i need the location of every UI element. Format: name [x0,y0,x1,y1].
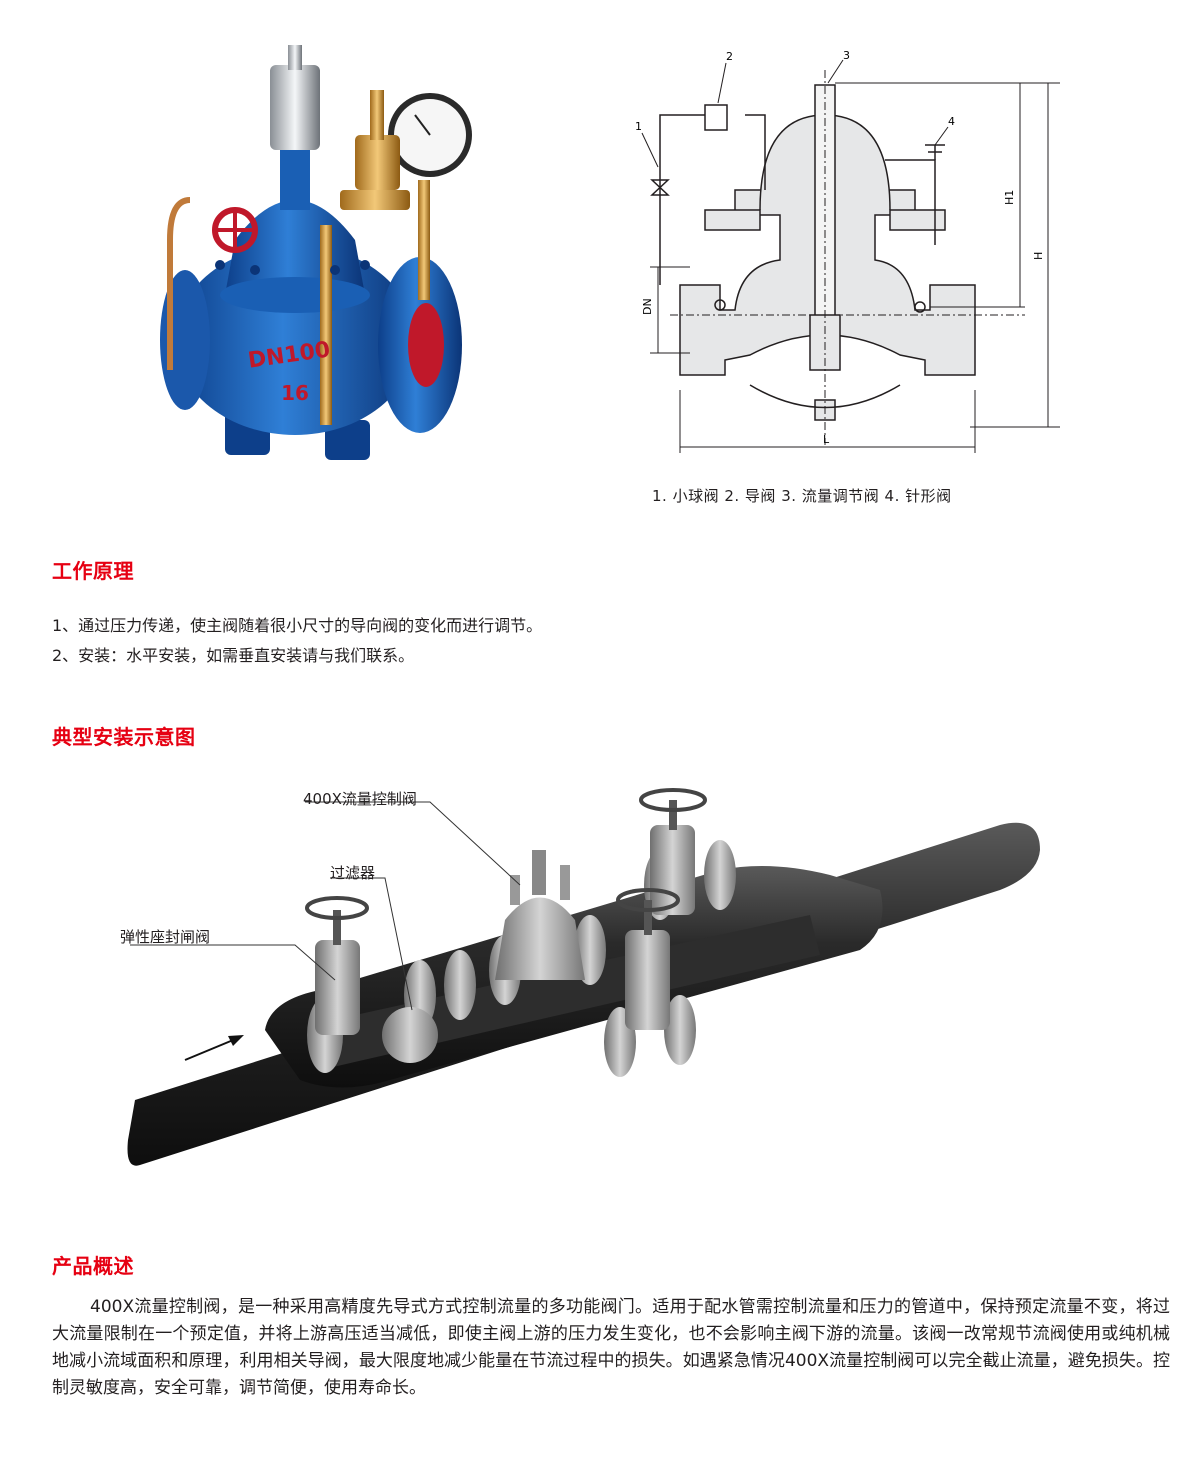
dimension-l: L [823,433,830,446]
part-number-3: 3 [843,49,850,62]
valve-cross-section-diagram: 1 2 3 4 H1 H DN L [635,49,1060,453]
overview-paragraph: 400X流量控制阀，是一种采用高精度先导式方式控制流量的多功能阀门。适用于配水管… [52,1297,1170,1398]
dimension-h: H [1032,252,1045,260]
part-number-2: 2 [726,50,733,63]
valve-pressure-marking: 16 [281,381,309,405]
diagram-caption: 1. 小球阀 2. 导阀 3. 流量调节阀 4. 针形阀 [652,487,952,505]
valve-product-photo: DN100 16 [160,45,472,460]
section-title-overview: 产品概述 [52,1254,134,1278]
label-gate-valve: 弹性座封闸阀 [120,928,211,946]
dimension-dn: DN [641,298,654,315]
section-title-working-principle: 工作原理 [52,559,134,583]
label-filter: 过滤器 [330,864,376,882]
label-control-valve: 400X流量控制阀 [303,790,417,808]
principle-item-1: 1、通过压力传递，使主阀随着很小尺寸的导向阀的变化而进行调节。 [52,616,543,635]
part-number-1: 1 [635,120,642,133]
part-number-4: 4 [948,115,955,128]
dimension-h1: H1 [1003,190,1016,205]
installation-diagram [127,788,1040,1166]
principle-item-2: 2、安装：水平安装，如需垂直安装请与我们联系。 [52,646,415,665]
section-title-installation: 典型安装示意图 [52,725,196,749]
